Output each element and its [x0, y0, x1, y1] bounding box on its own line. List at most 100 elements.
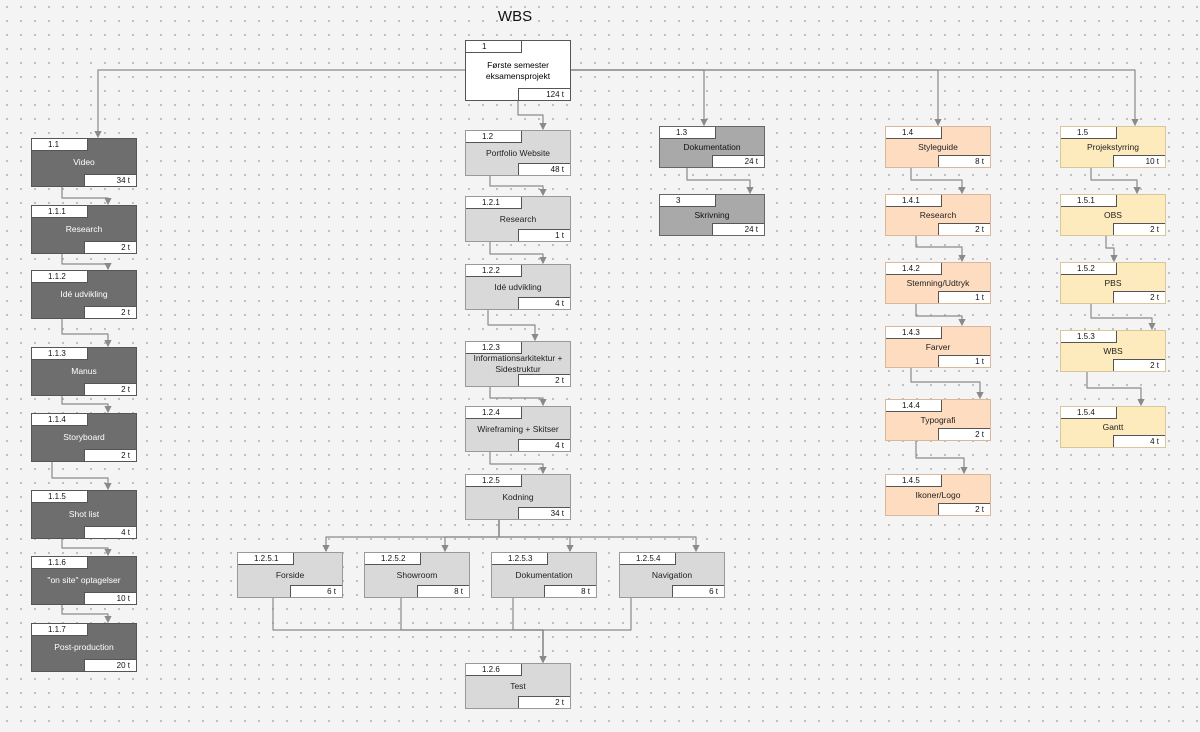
connector-n12-n121 — [489, 176, 547, 197]
connector-n123-n124 — [489, 387, 547, 407]
connector-n125-n1253 — [498, 520, 574, 553]
node-hours: 8 t — [544, 585, 596, 597]
node-label: Manus — [71, 366, 97, 376]
node-code: 1.1 — [32, 139, 88, 151]
node-label: Typografi — [920, 414, 956, 425]
node-label: Kodning — [502, 491, 534, 502]
node-label: Showroom — [396, 569, 438, 580]
node-hours: 1 t — [518, 229, 570, 241]
connector-n152-n153 — [1090, 304, 1156, 331]
node-hours: 4 t — [518, 297, 570, 309]
node-hours: 6 t — [672, 585, 724, 597]
node-label: Stemning/Udtryk — [906, 277, 970, 288]
node-hours: 6 t — [290, 585, 342, 597]
node-code: 1.4.4 — [886, 400, 942, 412]
node-code: 1.2.5.4 — [620, 553, 676, 565]
node-code: 1.2.2 — [466, 265, 522, 277]
node-label: Projekstyrring — [1087, 141, 1139, 152]
connector-n115-n116 — [61, 539, 112, 557]
connector-n11-n111 — [61, 187, 112, 206]
node-hours: 1 t — [938, 291, 990, 303]
node-hours: 2 t — [84, 241, 136, 253]
node-hours: 24 t — [712, 155, 764, 167]
node-code: 1.1.2 — [32, 271, 88, 283]
node-code: 1.2 — [466, 131, 522, 143]
connector-n142-n143 — [915, 304, 966, 327]
node-label: Dokumentation — [683, 141, 741, 152]
node-code: 1.4 — [886, 127, 942, 139]
node-label: Skrivning — [694, 209, 730, 220]
connector-n143-n144 — [910, 368, 984, 400]
node-label: Storyboard — [63, 432, 105, 442]
node-hours: 2 t — [1113, 223, 1165, 235]
node-hours: 48 t — [518, 163, 570, 175]
node-label: Ikoner/Logo — [915, 489, 961, 500]
node-code: 1.5.4 — [1061, 407, 1117, 419]
node-hours: 34 t — [518, 507, 570, 519]
connector-n122-n123 — [487, 310, 539, 342]
node-label: OBS — [1104, 209, 1122, 220]
node-hours: 2 t — [84, 449, 136, 461]
node-hours: 2 t — [938, 503, 990, 515]
node-hours: 2 t — [1113, 291, 1165, 303]
node-label: Post-production — [54, 642, 114, 652]
connector-n151-n152 — [1105, 236, 1118, 263]
node-code: 1.2.5 — [466, 475, 522, 487]
node-label: WBS — [1103, 345, 1123, 356]
connector-n116-n117 — [61, 605, 112, 624]
connector-n1-n12 — [517, 101, 547, 131]
connector-n112-n113 — [61, 319, 112, 348]
node-code: 1.2.5.1 — [238, 553, 294, 565]
connector-n14-n141 — [910, 168, 966, 195]
node-code: 1.1.7 — [32, 624, 88, 636]
node-code: 1.5 — [1061, 127, 1117, 139]
node-label: Dokumentation — [515, 569, 573, 580]
node-label: Test — [510, 680, 526, 691]
node-label: Wireframing + Skitser — [477, 423, 559, 434]
connector-n124-n125 — [489, 452, 547, 475]
node-hours: 2 t — [1113, 359, 1165, 371]
node-hours: 2 t — [518, 696, 570, 708]
node-code: 1.2.5.2 — [365, 553, 421, 565]
connector-n125-n1252 — [441, 520, 500, 553]
node-label: Gantt — [1102, 421, 1124, 432]
connector-n141-n142 — [915, 236, 966, 263]
node-hours: 4 t — [518, 439, 570, 451]
node-label: PBS — [1104, 277, 1122, 288]
